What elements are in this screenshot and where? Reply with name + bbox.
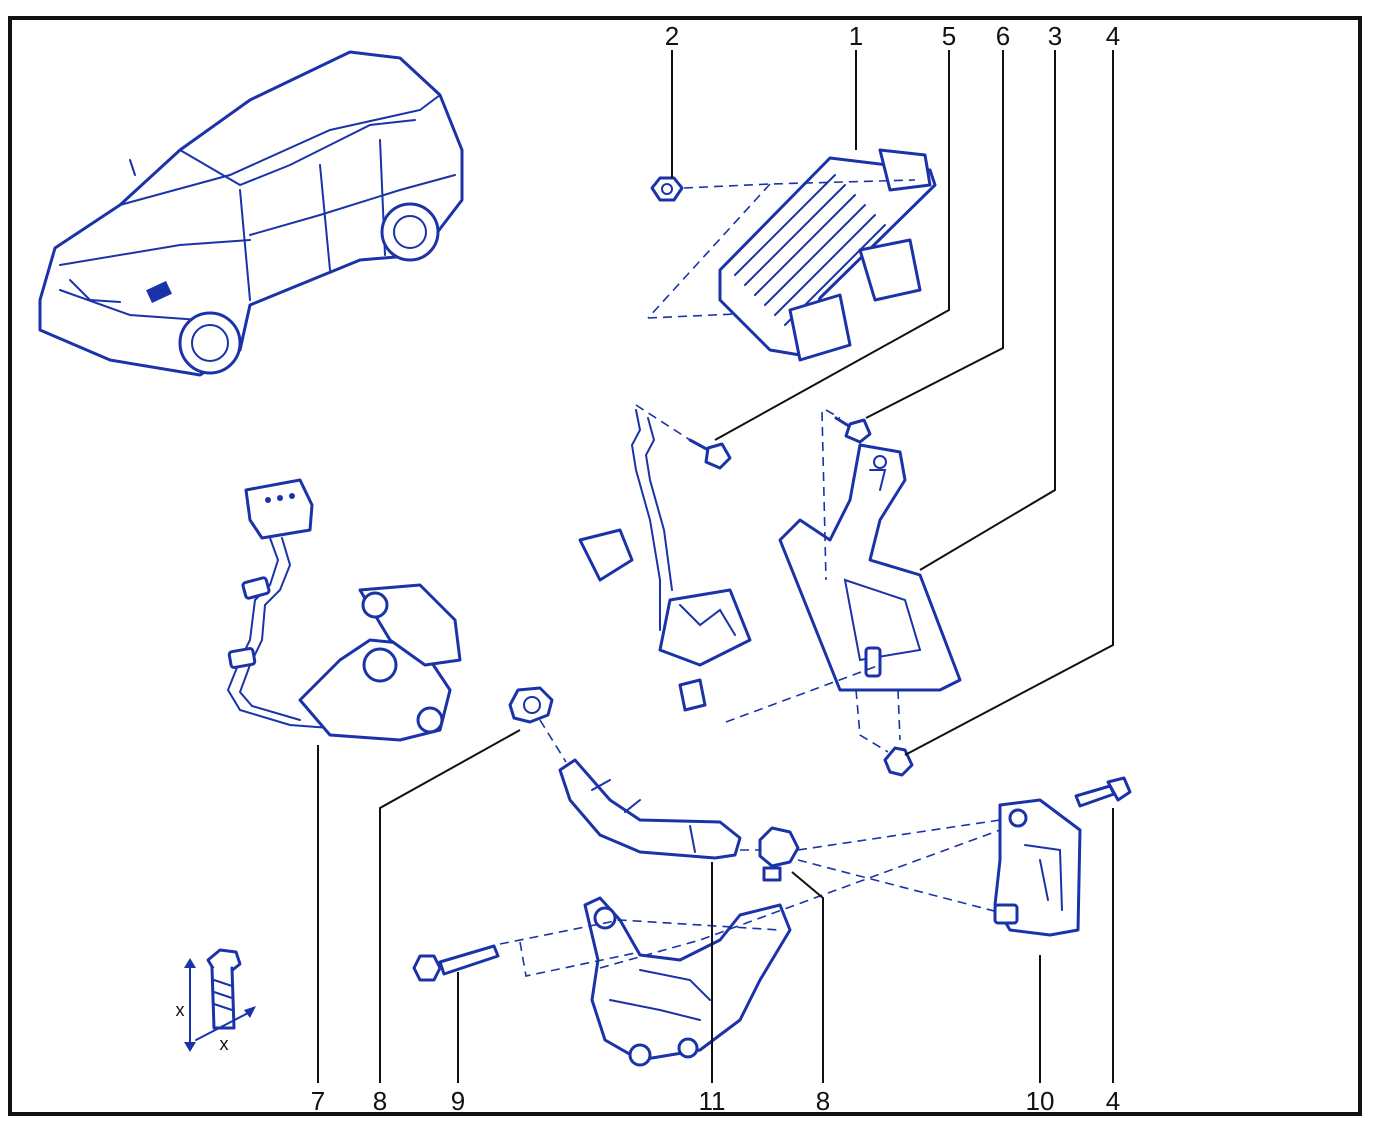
part-7-harness	[226, 478, 462, 742]
tightening-symbol: x x	[176, 948, 256, 1054]
part-4-bolt	[1074, 776, 1132, 808]
callout-8-bottom-left: 8	[373, 1086, 387, 1116]
part-8-clamp-lower	[758, 826, 800, 882]
part-10-valve	[993, 798, 1082, 937]
part-1-control-module	[718, 148, 937, 362]
part-5-bolt	[688, 438, 732, 470]
lower-bracket	[583, 896, 792, 1067]
callout-8-bottom-right: 8	[816, 1086, 830, 1116]
part-9-bolt	[412, 944, 500, 982]
part-3-bracket	[778, 443, 962, 692]
callout-3-top: 3	[1048, 21, 1062, 51]
callout-leaders	[317, 50, 1114, 1083]
callout-4-bottom: 4	[1106, 1086, 1120, 1116]
callout-11-bottom: 11	[699, 1086, 726, 1116]
wiring-assembly-center	[578, 409, 752, 712]
assembly-lines	[499, 179, 1001, 977]
vehicle-illustration	[38, 50, 464, 377]
part-11-hose	[558, 758, 742, 860]
callout-1-top: 1	[849, 21, 863, 51]
callout-labels: 2 1 5 6 3 4 7 8 9 11 8 10 4	[311, 21, 1120, 1116]
callout-10-bottom: 10	[1026, 1086, 1055, 1116]
part-4-clip	[883, 746, 914, 777]
part-8-clamp-upper	[508, 686, 554, 724]
callout-4-top: 4	[1106, 21, 1120, 51]
tightening-mark-x-left: x	[176, 1000, 185, 1020]
callout-6-top: 6	[996, 21, 1010, 51]
part-6-bolt	[834, 416, 872, 444]
diagram-frame	[8, 16, 1362, 1116]
tightening-mark-x-right: x	[220, 1034, 229, 1054]
callout-9-bottom: 9	[451, 1086, 465, 1116]
callout-5-top: 5	[942, 21, 956, 51]
part-2-nut	[650, 176, 684, 202]
callout-2-top: 2	[665, 21, 679, 51]
callout-7-bottom: 7	[311, 1086, 325, 1116]
